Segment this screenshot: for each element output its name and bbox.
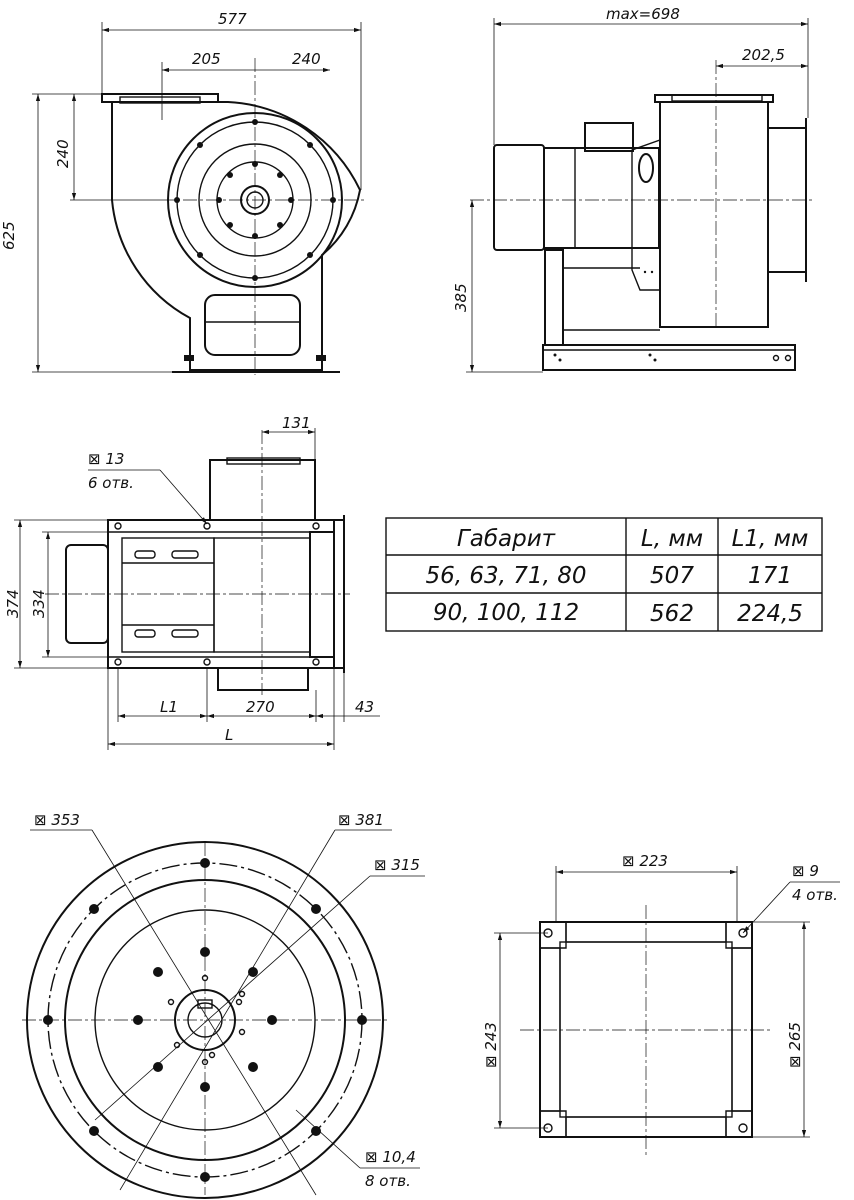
table-header-size: Габарит [457, 526, 556, 552]
dim-334: 334 [30, 589, 48, 618]
outlet-d243: ⊠ 243 [482, 1022, 500, 1068]
dim-625: 625 [0, 221, 18, 250]
dim-l: L [225, 726, 233, 744]
dim-l1: L1 [160, 698, 178, 716]
dim-385: 385 [452, 283, 470, 312]
outlet-d265: ⊠ 265 [786, 1022, 804, 1068]
flange-dimensions: ⊠ 353 ⊠ 381 ⊠ 315 ⊠ 10,4 8 отв. [30, 811, 425, 1196]
flange-view [22, 841, 390, 1199]
outlet-holes-count: 4 отв. [792, 886, 838, 904]
dim-max698: max=698 [606, 5, 680, 23]
outlet-dimensions: ⊠ 223 ⊠ 243 ⊠ 265 ⊠ 9 4 отв. [482, 852, 840, 1138]
outlet-holes-size: ⊠ 9 [792, 862, 819, 880]
table-cell-1-0: 90, 100, 112 [433, 600, 579, 626]
outlet-d223: ⊠ 223 [622, 852, 668, 870]
table-cell-1-2: 224,5 [737, 601, 803, 627]
table-cell-1-1: 562 [650, 601, 694, 627]
top-view [45, 430, 350, 695]
top-holes-size: ⊠ 13 [88, 450, 124, 468]
table-header-l1: L1, мм [732, 526, 809, 552]
top-dimensions: 131 ⊠ 13 6 отв. 374 334 L1 270 43 L [4, 414, 380, 750]
top-holes-count: 6 отв. [88, 474, 134, 492]
dim-270: 270 [246, 698, 275, 716]
dim-205: 205 [192, 50, 221, 68]
table-cell-0-2: 171 [748, 563, 792, 589]
table-cell-0-1: 507 [650, 563, 694, 589]
side-dimensions: max=698 202,5 385 [452, 5, 809, 373]
outlet-view [520, 905, 772, 1155]
flange-d381: ⊠ 381 [338, 811, 384, 829]
dim-43: 43 [355, 698, 374, 716]
front-view [101, 58, 365, 375]
dim-131: 131 [282, 414, 311, 432]
front-dimensions: 577 205 240 625 240 [0, 10, 362, 373]
table-cell-0-0: 56, 63, 71, 80 [426, 563, 587, 589]
flange-d353: ⊠ 353 [34, 811, 80, 829]
table-header-l: L, мм [641, 526, 703, 552]
side-view [470, 60, 815, 371]
flange-d315: ⊠ 315 [374, 856, 420, 874]
dim-374: 374 [4, 589, 22, 618]
flange-holes-count: 8 отв. [365, 1172, 411, 1190]
dim-240-top: 240 [292, 50, 321, 68]
size-table: Габарит L, мм L1, мм 56, 63, 71, 80 507 … [385, 517, 823, 632]
dim-202-5: 202,5 [742, 46, 785, 64]
dim-240-side: 240 [54, 139, 72, 168]
flange-holes-size: ⊠ 10,4 [365, 1148, 416, 1166]
dim-577: 577 [218, 10, 247, 28]
